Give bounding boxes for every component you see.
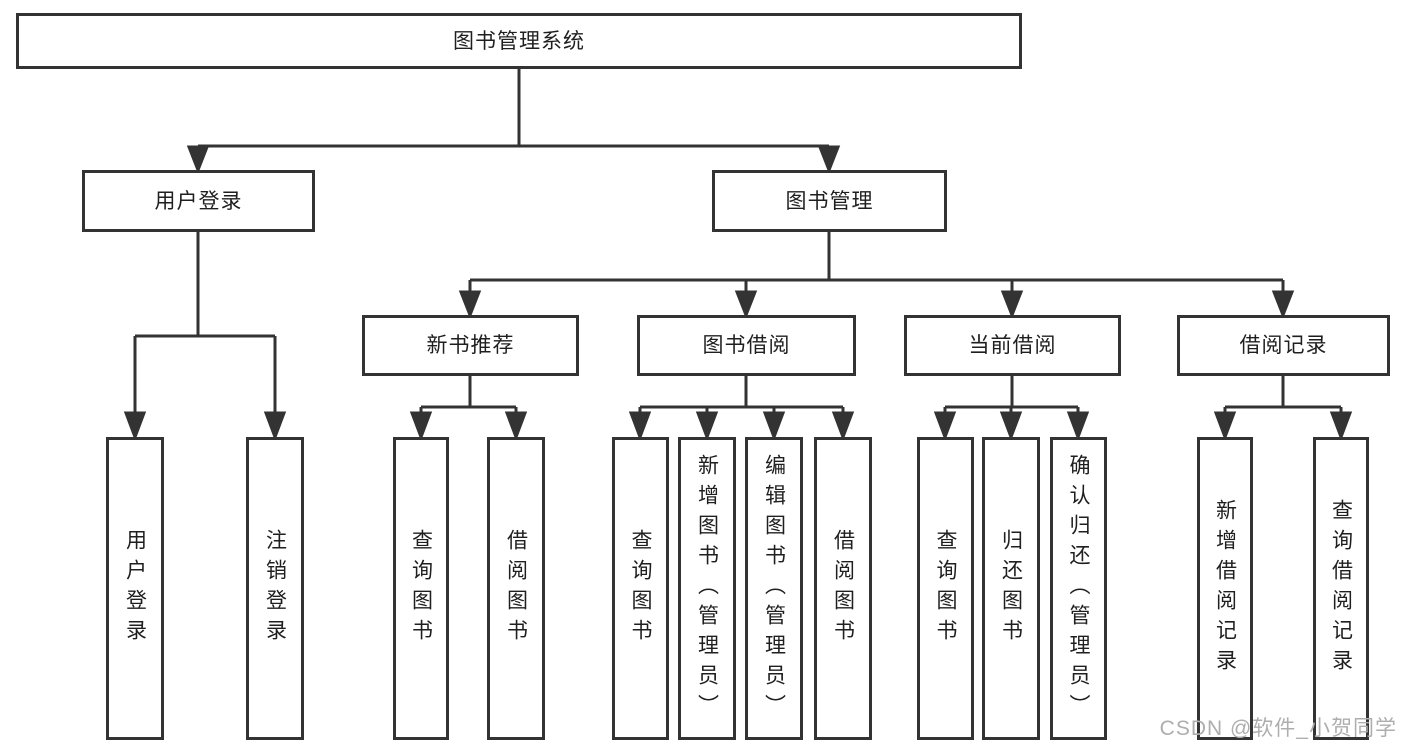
node-leaf-add-books-admin: 新增图书（管理员） [678, 437, 736, 740]
node-leaf-confirm-return-admin-label: 确认归还（管理员） [1067, 453, 1090, 724]
node-leaf-borrow-books-recommend-label: 借阅图书 [504, 528, 528, 649]
connector-bookmgmt-to-level3 [458, 232, 1295, 320]
node-borrow-records: 借阅记录 [1177, 315, 1390, 376]
node-new-book-recommend-label: 新书推荐 [426, 334, 515, 357]
node-user-login: 用户登录 [82, 170, 315, 232]
node-book-borrow: 图书借阅 [637, 315, 856, 376]
node-leaf-borrow-books-label: 借阅图书 [831, 528, 855, 649]
connector-newbooks-to-leaves [409, 376, 528, 442]
node-leaf-query-borrow-record: 查询借阅记录 [1313, 437, 1369, 740]
node-leaf-user-login: 用户登录 [106, 437, 164, 740]
node-leaf-return-books: 归还图书 [982, 437, 1040, 740]
node-root-label: 图书管理系统 [453, 29, 585, 53]
connector-borrowrecords-to-leaves [1213, 376, 1353, 442]
node-leaf-logout: 注销登录 [246, 437, 304, 740]
node-book-management: 图书管理 [712, 170, 947, 232]
connector-root-to-level2 [186, 69, 841, 175]
connector-userlogin-to-leaves [123, 232, 287, 442]
node-leaf-edit-books-admin: 编辑图书（管理员） [745, 437, 803, 740]
connector-currentborrow-to-leaves [933, 376, 1090, 442]
node-leaf-query-borrow-record-label: 查询借阅记录 [1329, 498, 1353, 679]
node-leaf-edit-books-admin-label: 编辑图书（管理员） [762, 453, 786, 724]
node-leaf-borrow-books: 借阅图书 [814, 437, 872, 740]
node-leaf-user-login-label: 用户登录 [123, 528, 147, 649]
node-leaf-add-borrow-record-label: 新增借阅记录 [1213, 498, 1237, 679]
node-leaf-query-books-recommend: 查询图书 [393, 437, 449, 740]
node-root-system: 图书管理系统 [16, 13, 1022, 69]
node-leaf-query-books-borrow: 查询图书 [612, 437, 669, 740]
node-book-borrow-label: 图书借阅 [702, 334, 791, 357]
node-leaf-query-books-current-label: 查询图书 [934, 528, 957, 649]
node-leaf-borrow-books-recommend: 借阅图书 [487, 437, 545, 740]
node-leaf-logout-label: 注销登录 [263, 528, 287, 649]
connector-bookborrow-to-leaves [628, 376, 855, 442]
node-leaf-confirm-return-admin: 确认归还（管理员） [1050, 437, 1107, 740]
node-leaf-query-books-recommend-label: 查询图书 [409, 528, 433, 649]
node-current-borrow-label: 当前借阅 [968, 334, 1057, 357]
node-current-borrow: 当前借阅 [904, 315, 1121, 376]
node-borrow-records-label: 借阅记录 [1239, 334, 1328, 357]
node-leaf-add-borrow-record: 新增借阅记录 [1197, 437, 1253, 740]
node-leaf-return-books-label: 归还图书 [999, 528, 1023, 649]
node-user-login-label: 用户登录 [154, 189, 243, 213]
node-leaf-query-books-borrow-label: 查询图书 [629, 528, 652, 649]
node-book-management-label: 图书管理 [785, 189, 874, 213]
node-leaf-query-books-current: 查询图书 [917, 437, 974, 740]
node-new-book-recommend: 新书推荐 [362, 315, 579, 376]
watermark: CSDN @软件_小贺同学 [1159, 717, 1397, 740]
node-leaf-add-books-admin-label: 新增图书（管理员） [695, 453, 719, 724]
